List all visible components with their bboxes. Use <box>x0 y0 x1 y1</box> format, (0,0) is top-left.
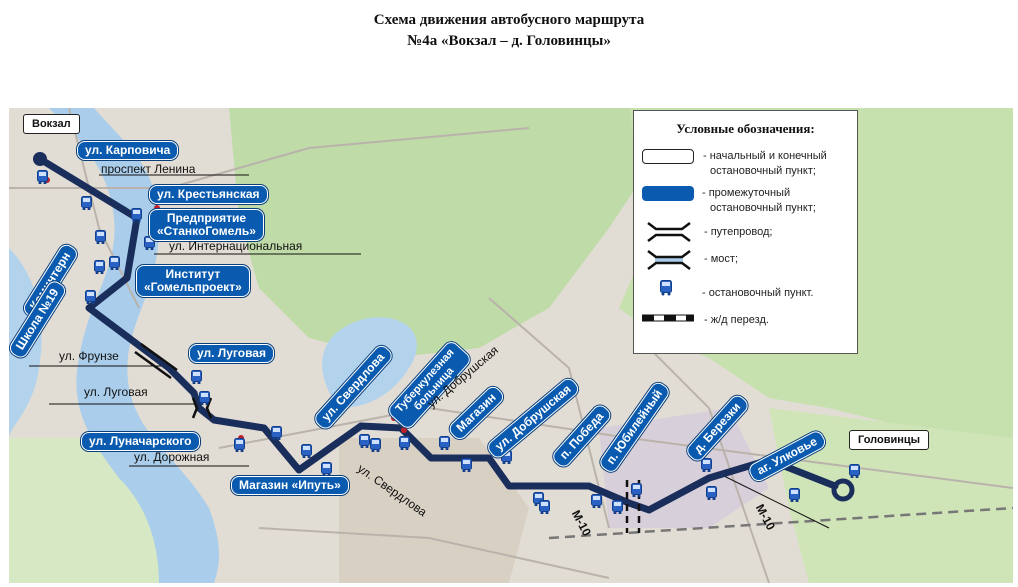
legend-terminal-line2: остановочный пункт; <box>710 165 816 177</box>
stop-krestyanskaya[interactable]: ул. Крестьянская <box>149 185 268 204</box>
leader-m10 <box>723 475 830 529</box>
legend-rail-seg <box>664 315 676 321</box>
stop-lunacharskogo[interactable]: ул. Луначарского <box>81 432 200 451</box>
street-internatsionalnaya: ул. Интернациональная <box>169 239 303 253</box>
legend-bus-window <box>662 282 670 286</box>
legend-rail-seg <box>686 315 694 321</box>
bus-stop-icon <box>631 483 642 497</box>
stop-institut-line1: Институт <box>165 267 221 281</box>
bus-stop-icon <box>539 500 550 514</box>
bus-stop-icon <box>191 370 202 384</box>
bus-stop-icon <box>301 444 312 458</box>
stop-institut[interactable]: Институт «Гомельпроект» <box>136 265 250 297</box>
bridge-line-1 <box>191 397 199 419</box>
legend-overpass-label: - путепровод; <box>704 226 773 238</box>
railway-line <box>548 506 1013 540</box>
legend-intermediate-line2: остановочный пункт; <box>710 202 816 214</box>
road-e <box>258 527 610 579</box>
stop-institut-line2: «Гомельпроект» <box>144 280 242 294</box>
label-leaders <box>29 174 830 529</box>
bus-stop-icon <box>199 391 210 405</box>
overpass-line-1 <box>140 342 178 372</box>
map-title-line1: Схема движения автобусного маршрута <box>373 12 645 28</box>
legend-terminal-symbol <box>642 149 694 164</box>
bus-stop-icon <box>660 280 672 296</box>
road-c <box>488 297 610 529</box>
legend: Условные обозначения: - начальный и коне… <box>633 110 858 354</box>
bus-stop-icon <box>370 438 381 452</box>
poi-marker-icon <box>401 427 407 433</box>
stop-stankogomel-line1: Предприятие <box>166 211 247 225</box>
legend-bridge-water <box>655 257 683 263</box>
overpass-marker <box>134 342 178 380</box>
stop-stankogomel[interactable]: Предприятие «СтанкоГомель» <box>149 209 264 241</box>
bus-stop-icon <box>85 290 96 304</box>
bus-stop-icon <box>399 436 410 450</box>
route-line[interactable] <box>36 155 839 514</box>
legend-bridge-symbol <box>647 250 691 270</box>
legend-bus-wheel <box>661 292 665 296</box>
legend-bridge-glyph <box>647 250 691 270</box>
street-dorozhnaya: ул. Дорожная <box>134 450 210 464</box>
map-title-line2: №4а «Вокзал – д. Головинцы» <box>407 33 611 49</box>
legend-terminal-line1: - начальный и конечный <box>703 150 827 162</box>
bus-stop-icon <box>271 426 282 440</box>
map-canvas <box>9 108 1013 583</box>
industrial-block <box>599 408 769 528</box>
route-start-point <box>33 152 47 166</box>
terminal-end[interactable]: Головинцы <box>849 430 930 450</box>
bus-stop-icon <box>95 230 106 244</box>
bus-stop-icon <box>612 500 623 514</box>
bus-stop-icon <box>591 494 602 508</box>
route-map[interactable]: Вокзал Головинцы ул. Карповича ул. Крест… <box>9 108 1013 583</box>
legend-intermediate-symbol <box>642 186 694 201</box>
bus-stop-icon <box>359 434 370 448</box>
rail-crossing-marker <box>625 480 641 533</box>
stop-stankogomel-line2: «СтанкоГомель» <box>157 224 256 238</box>
legend-title: Условные обозначения: <box>676 121 815 136</box>
bus-stop-icon <box>234 438 245 452</box>
bus-stop-icon <box>789 488 800 502</box>
bus-stop-icon <box>439 436 450 450</box>
bus-stop-icon <box>94 260 105 274</box>
stop-lugovaya[interactable]: ул. Луговая <box>189 344 274 363</box>
stop-magazin-iput[interactable]: Магазин «Ипуть» <box>231 476 349 495</box>
street-lenina: проспект Ленина <box>101 162 196 176</box>
overpass-line-2 <box>134 350 172 380</box>
bus-stop-icon <box>131 208 142 222</box>
legend-rail-symbol <box>642 314 694 322</box>
stop-karpovicha[interactable]: ул. Карповича <box>77 141 179 160</box>
field-area-southeast <box>769 408 1013 583</box>
bus-stop-icon <box>701 458 712 472</box>
route-end-loop <box>831 478 855 502</box>
terminal-start[interactable]: Вокзал <box>23 114 80 134</box>
bus-stop-icon <box>461 458 472 472</box>
legend-rail-seg <box>642 315 654 321</box>
legend-bridge-label: - мост; <box>704 253 738 265</box>
urban-block-south <box>339 438 529 583</box>
bus-stop-icon <box>706 486 717 500</box>
street-lugovaya: ул. Луговая <box>84 385 148 399</box>
bus-stop-icon <box>321 462 332 476</box>
legend-overpass-glyph <box>647 222 691 242</box>
bus-stop-icon <box>109 256 120 270</box>
legend-overpass-symbol <box>647 222 691 242</box>
bus-stop-icon <box>849 464 860 478</box>
bus-stop-icon <box>81 196 92 210</box>
legend-bus-stop-label: - остановочный пункт. <box>702 287 814 299</box>
bus-stop-icon <box>37 170 48 184</box>
park-area-north <box>229 108 649 358</box>
legend-rail-label: - ж/д перезд. <box>704 314 769 326</box>
river <box>49 108 219 583</box>
legend-bus-wheel <box>667 292 671 296</box>
street-frunze: ул. Фрунзе <box>59 349 119 363</box>
legend-intermediate-line1: - промежуточный <box>702 187 791 199</box>
